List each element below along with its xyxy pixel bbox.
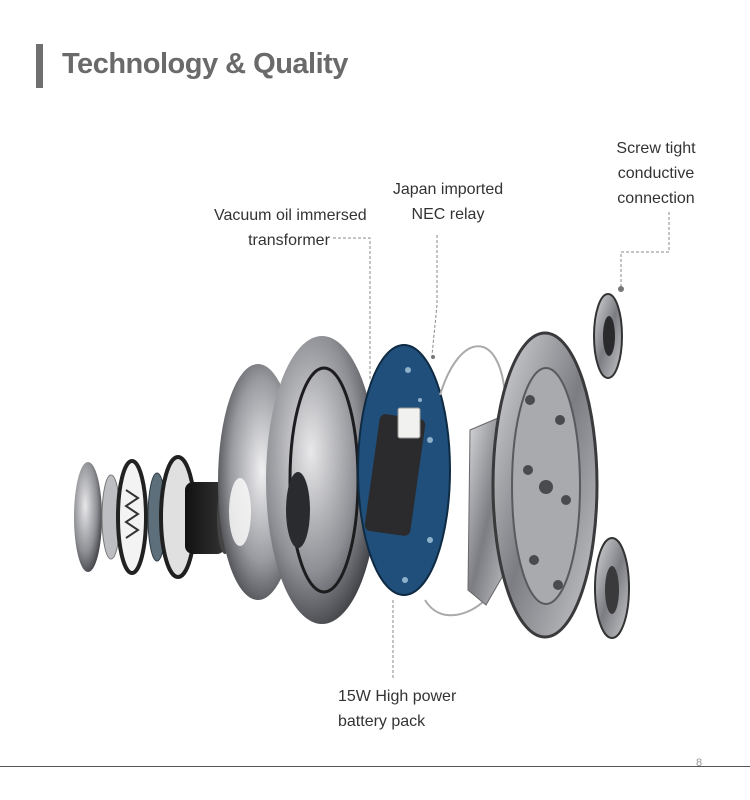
callout-battery-line-1: 15W High power <box>338 688 457 705</box>
screw-connector-top-hole <box>603 316 615 356</box>
callout-transformer: Vacuum oil immersed transformer <box>214 203 367 253</box>
callout-battery-line-2: battery pack <box>338 713 426 730</box>
leader-screw <box>620 212 670 288</box>
callout-relay-line-2: NEC relay <box>411 206 485 223</box>
spring-coil <box>124 489 140 539</box>
callout-relay-line-1: Japan imported <box>392 181 504 198</box>
nec-relay-block <box>364 414 426 536</box>
transformer-core <box>286 472 310 548</box>
leader-dot-relay <box>431 355 435 359</box>
callout-relay: Japan imported NEC relay <box>386 177 510 227</box>
leader-relay <box>431 235 438 356</box>
callout-transformer-line-1: Vacuum oil immersed <box>214 207 367 224</box>
callout-transformer-line-2: transformer <box>248 232 330 249</box>
relay-contact <box>397 407 421 439</box>
leader-transformer <box>333 237 371 380</box>
title-accent-bar <box>36 44 43 88</box>
base-screw-bosses <box>523 395 571 590</box>
callout-screw-line-3: connection <box>617 190 695 207</box>
transformer-dome-highlight <box>229 478 251 546</box>
screw-connector-bottom-hole <box>605 566 619 614</box>
leader-lines <box>333 212 670 680</box>
bottle-neck-cylinder <box>185 482 225 554</box>
callout-screw-line-2: conductive <box>617 165 695 182</box>
footer-divider <box>0 766 750 767</box>
page-number: 8 <box>696 757 703 769</box>
end-cap-disc <box>74 462 102 572</box>
leader-dot-screw <box>618 286 624 292</box>
connection-wire <box>439 345 506 396</box>
page-title: Technology & Quality <box>62 48 348 80</box>
callout-screw-line-1: Screw tight <box>616 140 696 157</box>
callout-battery: 15W High power battery pack <box>338 684 468 734</box>
callout-screw: Screw tight conductive connection <box>606 136 706 211</box>
connection-wire-lower <box>424 599 486 617</box>
